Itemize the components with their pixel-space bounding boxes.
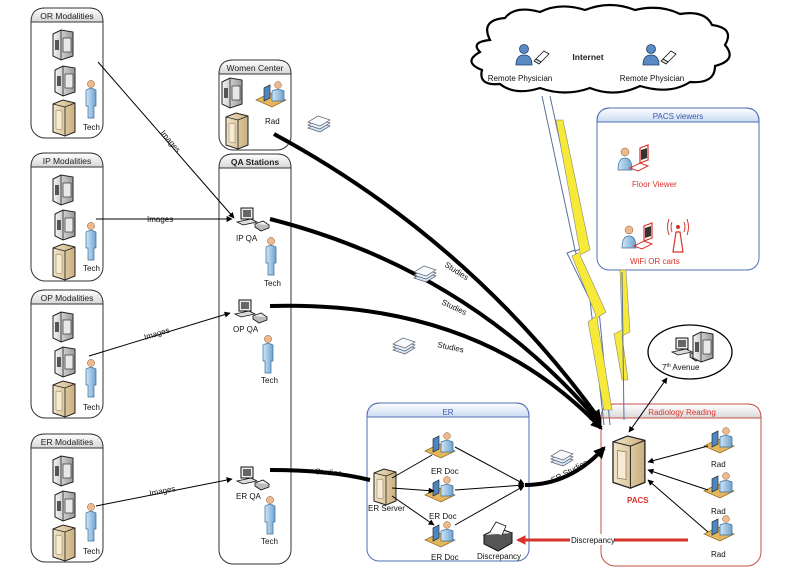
qa-station-label: IP QA xyxy=(236,234,258,243)
qa-station-label: ER QA xyxy=(236,492,262,501)
study-stack-icon xyxy=(550,449,574,467)
er-modalities-title: ER Modalities xyxy=(41,437,93,447)
pacs-seventh-avenue-connector xyxy=(628,377,668,433)
wireless-link-lightning xyxy=(541,95,631,426)
rad-label: Rad xyxy=(711,507,726,516)
er-title: ER xyxy=(442,408,453,417)
er-flow-connector xyxy=(454,485,525,526)
wifi-or-carts-label: WiFi OR carts xyxy=(630,257,680,266)
study-stack-icon xyxy=(413,265,437,283)
images-connector xyxy=(95,477,233,507)
modality-scanner-icon xyxy=(54,65,76,97)
modality-scanner-icon xyxy=(52,455,74,487)
er-server-label: ER Server xyxy=(368,504,405,513)
internet-title: Internet xyxy=(572,52,603,62)
er-studies-connector xyxy=(524,446,606,487)
tech-label: Tech xyxy=(83,264,100,273)
study-stack-icon xyxy=(307,115,331,133)
studies-connector xyxy=(269,303,603,430)
remote-physician-label: Remote Physician xyxy=(488,74,552,83)
internet-cloud-group: Internet Remote Physician Remote Physici… xyxy=(470,3,731,94)
pacs-viewers-title: PACS viewers xyxy=(653,112,704,121)
images-label: Images xyxy=(149,484,176,498)
pacs-viewers-group: PACS viewers Floor Viewer WiFi OR carts xyxy=(596,107,760,271)
modality-scanner-icon xyxy=(692,331,714,363)
modality-scanner-icon xyxy=(52,29,74,61)
rad-label: Rad xyxy=(265,117,280,126)
or-modalities-group: OR Modalities Tech xyxy=(30,7,104,139)
seventh-avenue-group: 7th Avenue xyxy=(647,324,733,380)
er-doc-label: ER Doc xyxy=(431,467,459,476)
studies-connector xyxy=(273,132,602,422)
tech-label: Tech xyxy=(261,537,278,546)
er-doc-label: ER Doc xyxy=(431,553,459,562)
er-flow-connector xyxy=(454,446,525,485)
op-modalities-title: OP Modalities xyxy=(41,293,94,303)
studies-label: Studies xyxy=(315,467,342,478)
er-flow-connector xyxy=(391,454,433,479)
modality-scanner-icon xyxy=(52,174,74,206)
tech-label: Tech xyxy=(261,376,278,385)
er-modalities-group: ER Modalities Tech xyxy=(30,433,104,563)
images-connector xyxy=(97,61,235,219)
rad-pacs-connector xyxy=(647,468,709,491)
er-group: ER ER Server ER Doc ER Doc ER Doc Discre… xyxy=(366,402,530,562)
server-cabinet-icon xyxy=(225,112,249,150)
rad-label: Rad xyxy=(711,550,726,559)
tech-label: Tech xyxy=(264,279,281,288)
ip-modalities-group: IP Modalities Tech xyxy=(30,152,104,282)
radiology-reading-title: Radiology Reading xyxy=(648,408,716,417)
modality-scanner-icon xyxy=(221,77,243,109)
er-doc-label: ER Doc xyxy=(429,512,457,521)
server-cabinet-icon xyxy=(52,243,76,281)
printer-icon xyxy=(482,521,514,552)
pacs-label: PACS xyxy=(627,496,649,505)
server-cabinet-icon xyxy=(52,99,76,137)
floor-viewer-label: Floor Viewer xyxy=(632,180,677,189)
wifi-antenna-icon xyxy=(667,218,689,253)
qa-stations-title: QA Stations xyxy=(231,157,280,167)
qa-station-label: OP QA xyxy=(233,325,259,334)
server-cabinet-icon xyxy=(52,380,76,418)
modality-scanner-icon xyxy=(54,490,76,522)
rad-label: Rad xyxy=(711,460,726,469)
modality-scanner-icon xyxy=(54,346,76,378)
server-cabinet-icon xyxy=(52,524,76,562)
er-server-icon xyxy=(373,468,397,506)
ip-modalities-title: IP Modalities xyxy=(43,156,92,166)
er-flow-connector xyxy=(391,495,435,526)
rad-pacs-connector xyxy=(647,445,709,464)
studies-connector xyxy=(269,217,602,425)
rad-pacs-connector xyxy=(647,479,709,533)
images-label: Images xyxy=(158,129,182,155)
seventh-avenue-label: 7th Avenue xyxy=(662,363,700,372)
studies-label: Studies xyxy=(437,340,465,354)
tech-label: Tech xyxy=(83,403,100,412)
discrepancy-label: Discrepancy xyxy=(571,536,615,545)
images-label: Images xyxy=(143,326,171,342)
images-connector xyxy=(88,311,231,357)
er-flow-connector xyxy=(454,482,525,491)
women-center-group: Women Center Rad xyxy=(218,59,292,151)
tech-label: Tech xyxy=(83,123,100,132)
radiology-reading-group: Radiology Reading PACS Rad Rad Rad xyxy=(600,403,762,567)
er-flow-connector xyxy=(391,487,435,494)
women-center-title: Women Center xyxy=(226,63,283,73)
remote-physician-label: Remote Physician xyxy=(620,74,684,83)
tech-label: Tech xyxy=(83,547,100,556)
images-label: Images xyxy=(147,215,173,224)
modality-scanner-icon xyxy=(54,209,76,241)
pacs-server-icon xyxy=(612,435,646,489)
or-modalities-title: OR Modalities xyxy=(40,11,93,21)
op-modalities-group: OP Modalities Tech xyxy=(30,289,104,419)
study-stack-icon xyxy=(392,337,416,355)
modality-scanner-icon xyxy=(52,311,74,343)
qa-stations-group: QA Stations IP QA Tech OP QA Tech ER QA … xyxy=(218,153,292,565)
studies-connector xyxy=(269,468,371,482)
discrepancy-printer-label: Discrepancy xyxy=(477,552,521,561)
